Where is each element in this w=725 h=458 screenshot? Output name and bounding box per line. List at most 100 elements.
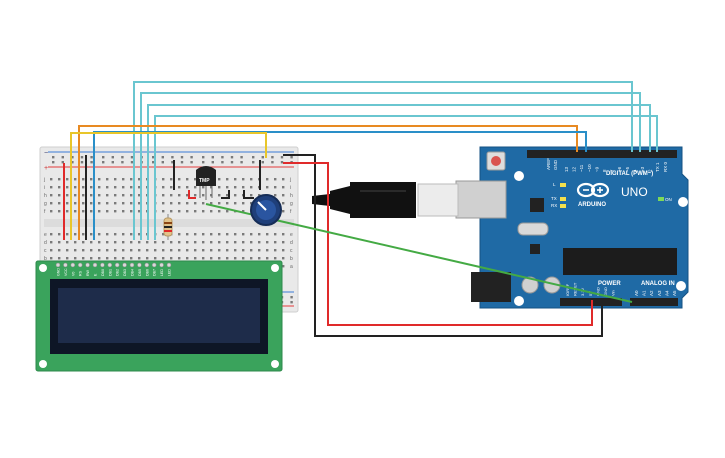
breadboard-hole[interactable]	[106, 178, 109, 181]
breadboard-hole[interactable]	[138, 194, 141, 197]
breadboard-hole[interactable]	[74, 249, 77, 252]
breadboard-hole[interactable]	[250, 249, 253, 252]
breadboard-hole[interactable]	[74, 186, 77, 189]
breadboard-hole[interactable]	[138, 210, 141, 213]
breadboard-hole[interactable]	[186, 249, 189, 252]
resistor[interactable]	[163, 214, 173, 240]
breadboard-hole[interactable]	[66, 194, 69, 197]
breadboard-hole[interactable]	[202, 249, 205, 252]
breadboard-hole[interactable]	[122, 241, 125, 244]
breadboard-hole[interactable]	[194, 233, 197, 236]
breadboard-hole[interactable]	[170, 257, 173, 260]
breadboard-hole[interactable]	[98, 202, 101, 205]
breadboard-hole[interactable]	[146, 241, 149, 244]
breadboard-hole[interactable]	[242, 178, 245, 181]
potentiometer[interactable]	[250, 194, 282, 226]
breadboard-hole[interactable]	[234, 257, 237, 260]
breadboard-hole[interactable]	[258, 249, 261, 252]
breadboard-hole[interactable]	[234, 241, 237, 244]
rail-hole[interactable]	[152, 156, 155, 159]
breadboard-hole[interactable]	[202, 186, 205, 189]
breadboard-hole[interactable]	[226, 233, 229, 236]
breadboard-hole[interactable]	[226, 241, 229, 244]
lcd-pin[interactable]	[166, 262, 172, 268]
breadboard-hole[interactable]	[162, 241, 165, 244]
breadboard-hole[interactable]	[258, 233, 261, 236]
breadboard-hole[interactable]	[178, 178, 181, 181]
breadboard-hole[interactable]	[66, 202, 69, 205]
breadboard-hole[interactable]	[138, 233, 141, 236]
breadboard-hole[interactable]	[282, 178, 285, 181]
breadboard-hole[interactable]	[162, 233, 165, 236]
breadboard-hole[interactable]	[138, 249, 141, 252]
breadboard-hole[interactable]	[170, 249, 173, 252]
breadboard-hole[interactable]	[130, 210, 133, 213]
breadboard-hole[interactable]	[218, 186, 221, 189]
breadboard-hole[interactable]	[122, 210, 125, 213]
breadboard-hole[interactable]	[74, 257, 77, 260]
rail-hole[interactable]	[211, 161, 214, 164]
rail-hole[interactable]	[290, 156, 293, 159]
breadboard-hole[interactable]	[178, 257, 181, 260]
breadboard-hole[interactable]	[210, 249, 213, 252]
breadboard-hole[interactable]	[154, 249, 157, 252]
breadboard-hole[interactable]	[170, 241, 173, 244]
rail-hole[interactable]	[90, 161, 93, 164]
breadboard-hole[interactable]	[162, 178, 165, 181]
breadboard-hole[interactable]	[234, 202, 237, 205]
breadboard-hole[interactable]	[138, 202, 141, 205]
breadboard-hole[interactable]	[274, 233, 277, 236]
rail-hole[interactable]	[171, 156, 174, 159]
breadboard-hole[interactable]	[58, 233, 61, 236]
breadboard-hole[interactable]	[114, 210, 117, 213]
breadboard-hole[interactable]	[82, 249, 85, 252]
rail-hole[interactable]	[102, 161, 105, 164]
lcd-pin[interactable]	[137, 262, 142, 268]
lcd-pin[interactable]	[77, 262, 83, 268]
breadboard-hole[interactable]	[66, 249, 69, 252]
breadboard-hole[interactable]	[58, 241, 61, 244]
breadboard-hole[interactable]	[138, 257, 141, 260]
breadboard-hole[interactable]	[274, 186, 277, 189]
breadboard-hole[interactable]	[90, 233, 93, 236]
rail-hole[interactable]	[80, 161, 84, 164]
breadboard-hole[interactable]	[98, 210, 101, 213]
breadboard-hole[interactable]	[98, 241, 101, 244]
rail-hole[interactable]	[202, 161, 205, 164]
breadboard-hole[interactable]	[106, 249, 109, 252]
lcd-pin[interactable]	[122, 262, 127, 268]
breadboard-hole[interactable]	[58, 257, 61, 260]
breadboard-hole[interactable]	[74, 241, 77, 244]
lcd-pin[interactable]	[151, 262, 157, 268]
breadboard-hole[interactable]	[106, 233, 109, 236]
breadboard-hole[interactable]	[282, 257, 285, 260]
rail-hole[interactable]	[190, 156, 193, 159]
breadboard-hole[interactable]	[178, 233, 181, 236]
breadboard-hole[interactable]	[250, 257, 253, 260]
breadboard-hole[interactable]	[106, 257, 109, 260]
breadboard-hole[interactable]	[146, 249, 149, 252]
breadboard-hole[interactable]	[90, 202, 93, 205]
breadboard-hole[interactable]	[194, 194, 197, 197]
breadboard-hole[interactable]	[242, 249, 245, 252]
usb-cable[interactable]	[312, 182, 459, 218]
breadboard-hole[interactable]	[202, 210, 205, 213]
breadboard-hole[interactable]	[66, 178, 69, 181]
rail-hole[interactable]	[180, 156, 184, 159]
breadboard-hole[interactable]	[82, 257, 85, 260]
rail-hole[interactable]	[121, 161, 124, 164]
breadboard-hole[interactable]	[50, 186, 53, 189]
breadboard-hole[interactable]	[122, 257, 125, 260]
breadboard-hole[interactable]	[58, 186, 61, 189]
breadboard-hole[interactable]	[202, 257, 205, 260]
rail-hole[interactable]	[111, 161, 114, 164]
breadboard-hole[interactable]	[210, 202, 213, 205]
rail-hole[interactable]	[230, 156, 234, 159]
rail-hole[interactable]	[52, 156, 55, 159]
breadboard-hole[interactable]	[138, 186, 141, 189]
breadboard-hole[interactable]	[178, 202, 181, 205]
breadboard-hole[interactable]	[178, 194, 181, 197]
breadboard-hole[interactable]	[170, 178, 173, 181]
breadboard-hole[interactable]	[106, 202, 109, 205]
